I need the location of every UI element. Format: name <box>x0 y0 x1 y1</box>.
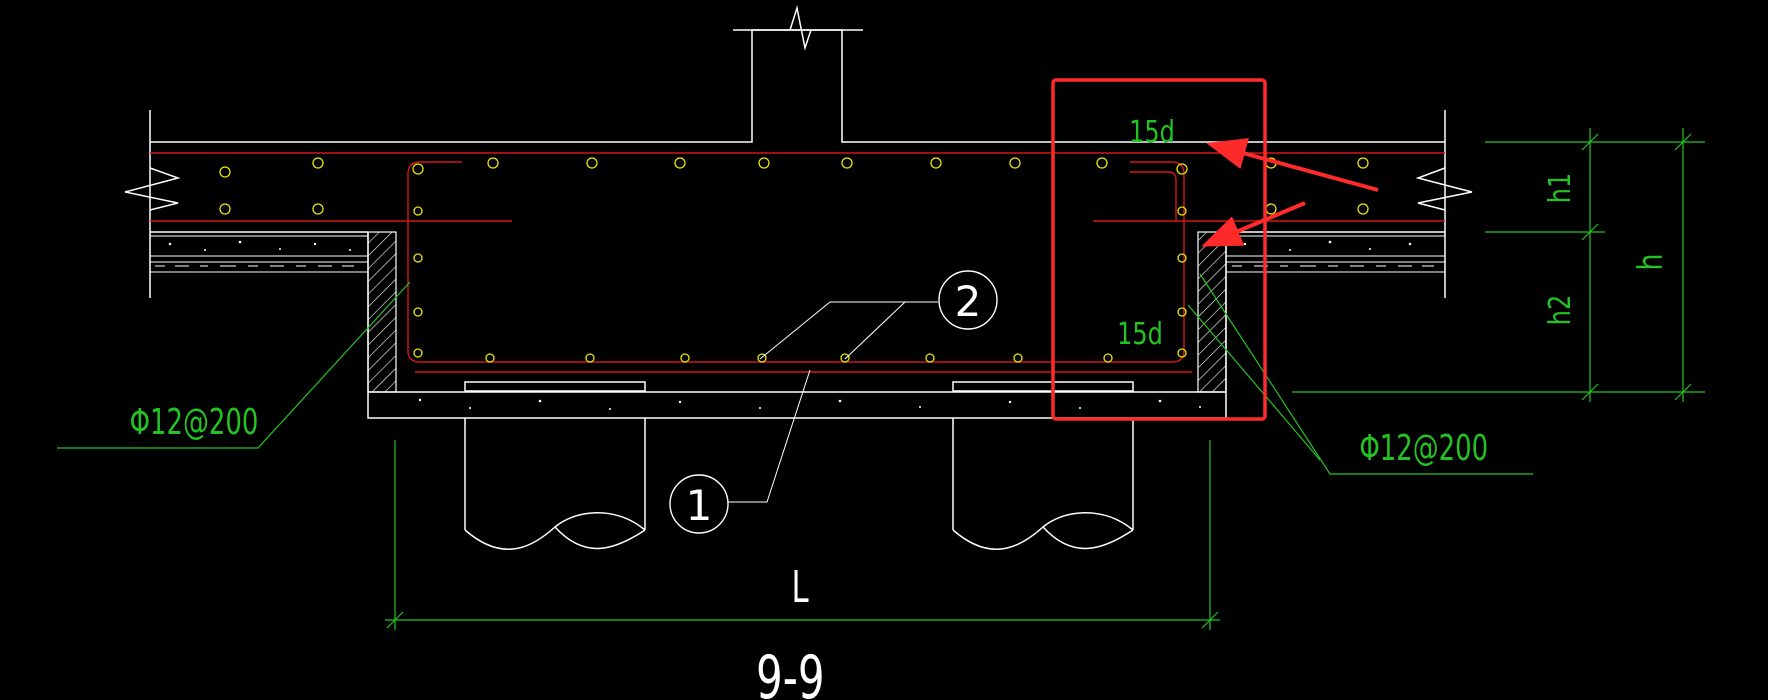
label-length: L <box>792 561 809 612</box>
pile-left <box>464 381 646 550</box>
callout-1-label: 1 <box>686 481 713 530</box>
label-rebar-right: Φ12@200 <box>1359 428 1488 469</box>
pile-right <box>952 381 1134 550</box>
dimension-lines <box>385 128 1705 630</box>
label-h1: h1 <box>1543 173 1577 203</box>
arrow-to-side-hook <box>1201 201 1306 247</box>
highlight-annotation <box>1051 78 1379 421</box>
hatched-wall-right <box>1197 231 1227 393</box>
callout-1: 1 <box>669 474 729 534</box>
leader-lines <box>728 301 938 503</box>
arrow-to-top-hook <box>1206 138 1379 192</box>
rebar-leaders <box>57 273 1533 475</box>
highlight-box <box>1051 78 1267 421</box>
label-15d-side: 15d <box>1117 317 1163 351</box>
callout-2-label: 2 <box>955 277 982 326</box>
label-h: h <box>1631 253 1671 270</box>
floor-layer-left <box>149 235 369 273</box>
break-line-left <box>124 167 181 211</box>
section-title: 9-9 <box>756 644 825 700</box>
concrete-texture <box>168 240 1412 410</box>
slab-outline <box>149 5 1446 419</box>
floor-layer-right <box>1225 235 1446 273</box>
callout-2: 2 <box>938 270 998 330</box>
label-15d-top: 15d <box>1129 115 1175 149</box>
label-h2: h2 <box>1543 295 1577 325</box>
label-rebar-left: Φ12@200 <box>130 402 259 443</box>
rebar-dots <box>219 157 1369 363</box>
break-line-right <box>1415 167 1473 211</box>
